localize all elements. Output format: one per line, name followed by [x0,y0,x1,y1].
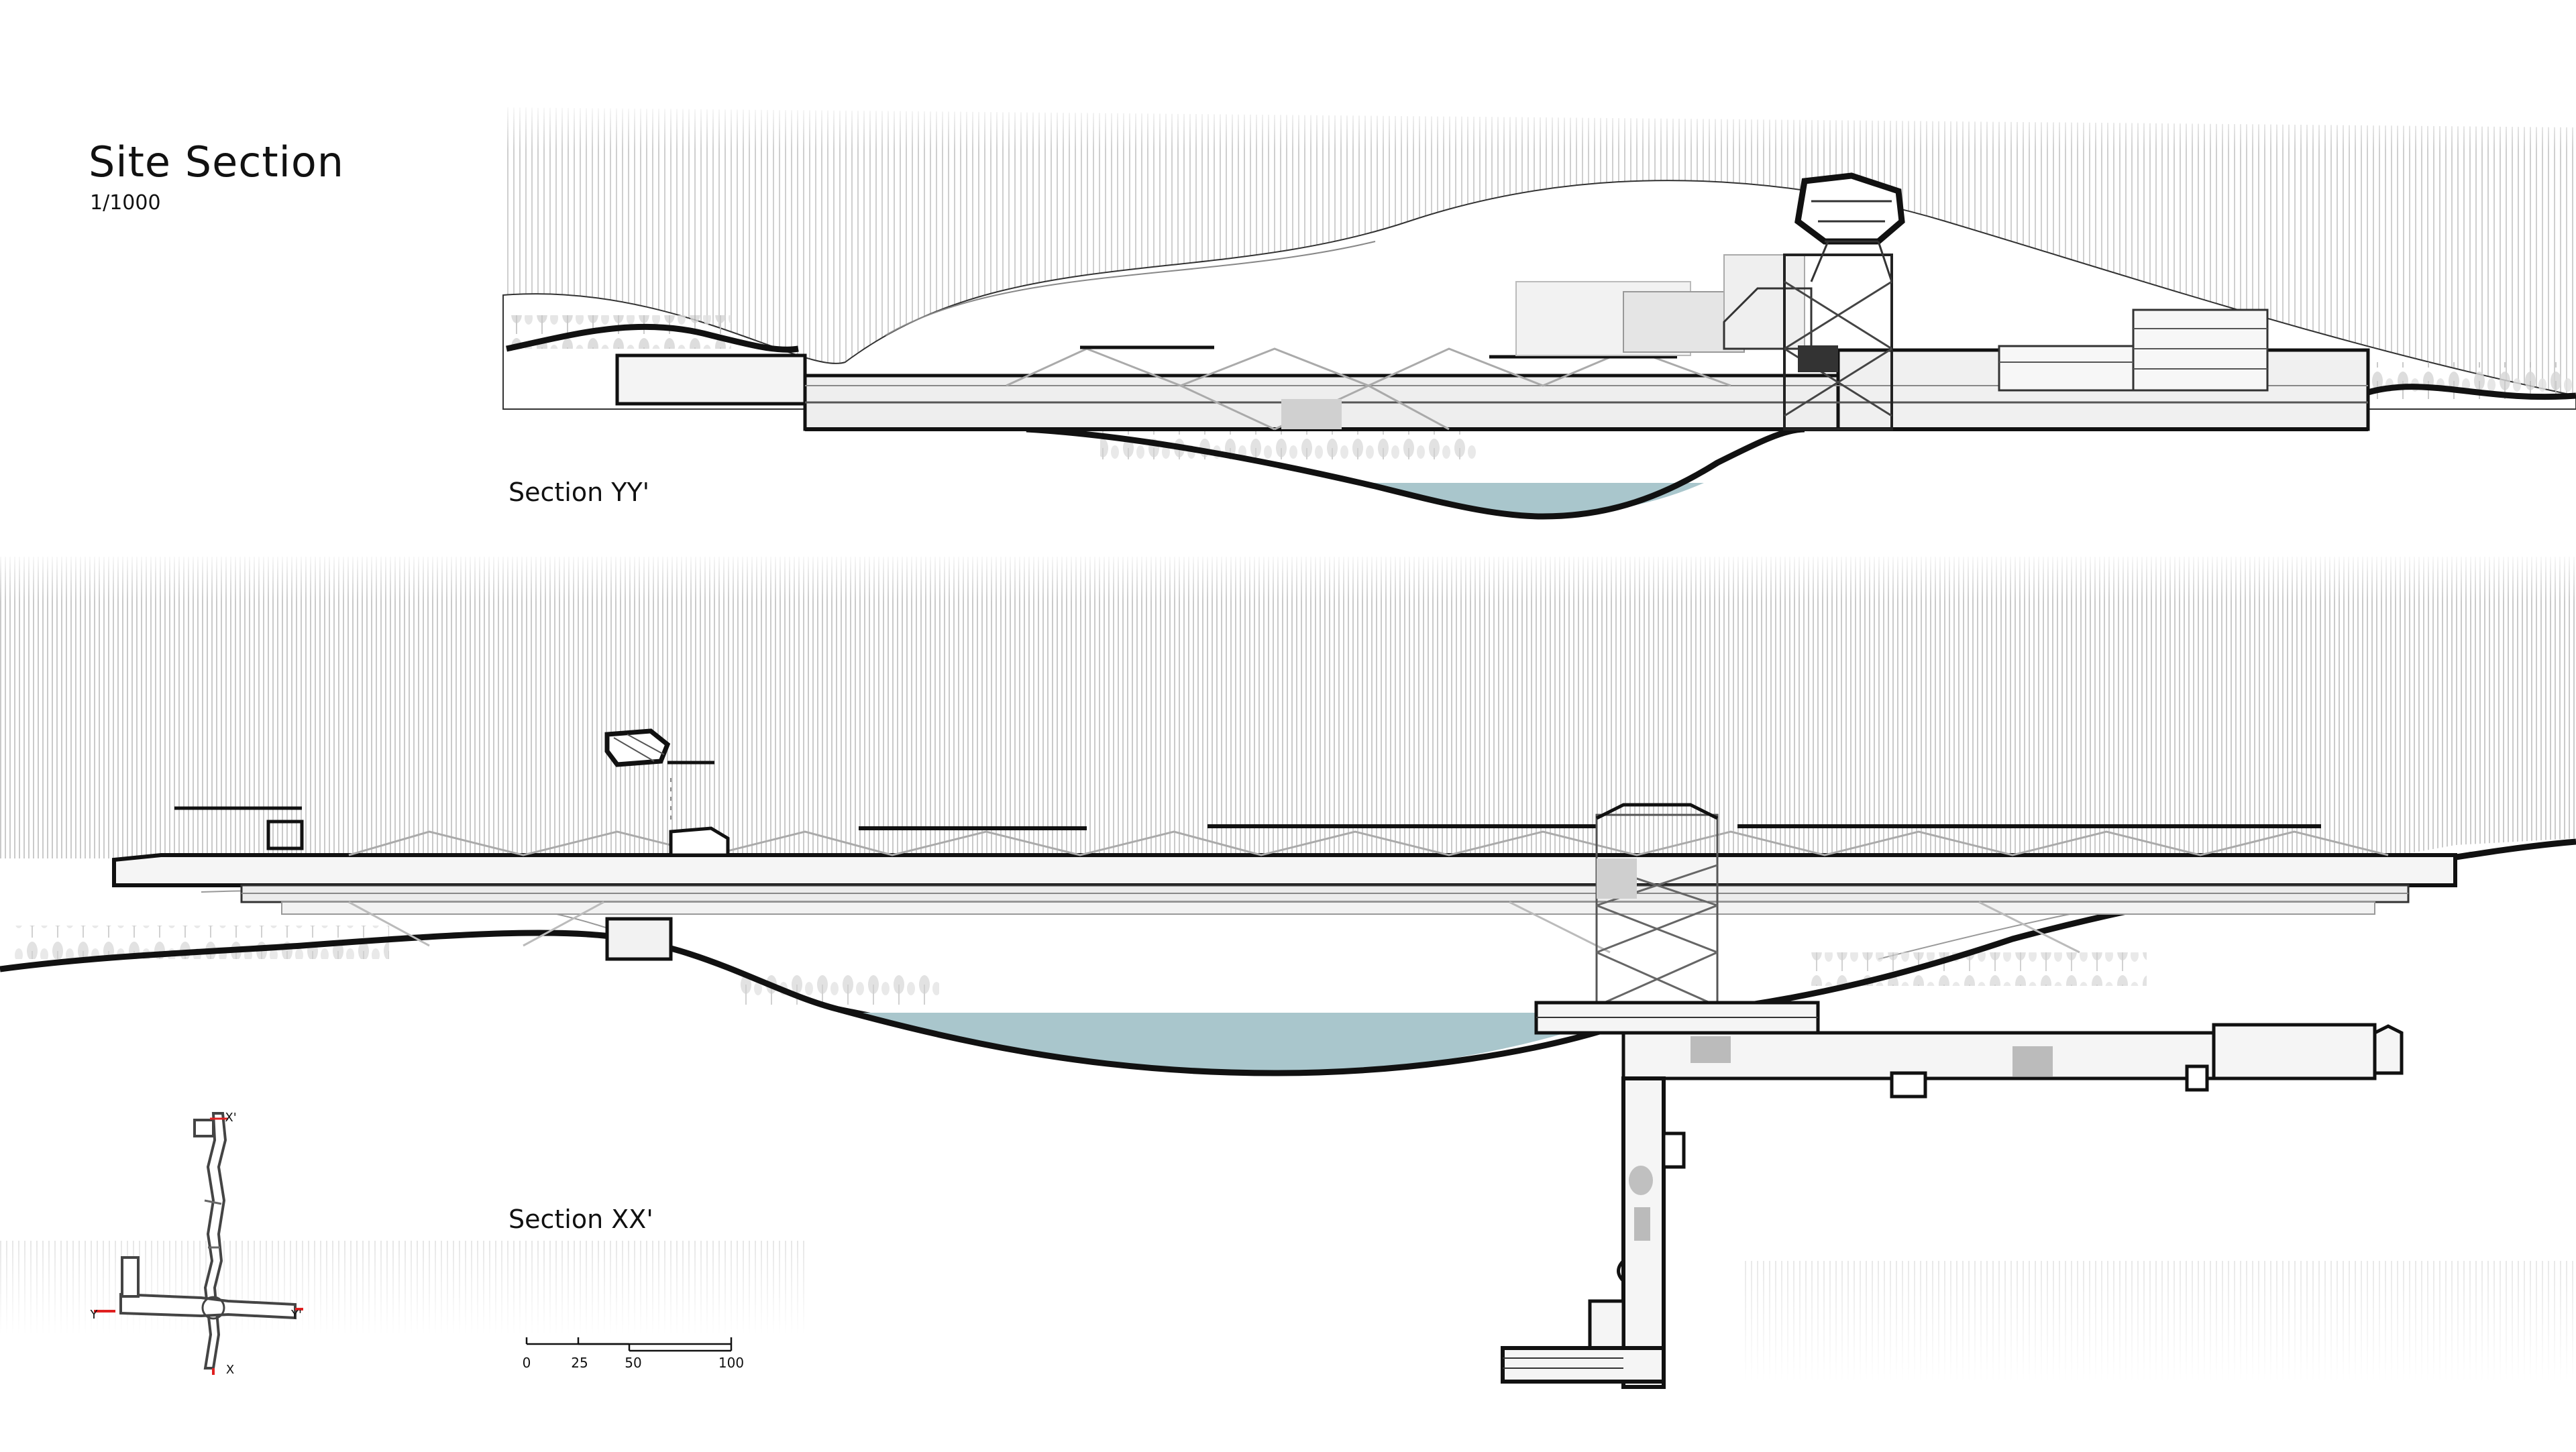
section-yy-drawing [496,101,2576,520]
section-yy-building [615,172,2370,431]
scale-tick-50: 50 [625,1355,642,1371]
key-plan-label-x-bottom: X [225,1363,235,1377]
section-xx-lake-bed [837,1006,1638,1076]
section-xx-ground [0,930,873,1019]
section-xx-lake-water [845,1013,1623,1073]
section-xx-building [112,728,2457,1389]
drawing-scale-ratio: 1/1000 [90,191,161,215]
drawing-title: Site Section [89,137,345,186]
section-yy-ground-left [506,323,799,353]
section-yy-hill-fold [885,241,1376,336]
scale-tick-100: 100 [718,1355,745,1371]
key-plan-label-y-right: Y' [291,1308,302,1322]
section-xx-drawing [0,550,2576,1389]
scale-bar [525,1337,733,1352]
section-yy-tower-cap [1794,172,1905,245]
section-yy-ground-right [2367,384,2576,400]
scale-tick-25: 25 [571,1355,588,1371]
key-plan-label-y-left: Y [90,1308,98,1322]
section-yy-basin [1026,426,1805,520]
section-xx-label: Section XX' [508,1205,653,1234]
section-xx-lookout [604,728,671,767]
key-plan-label-x-top: X' [225,1111,237,1125]
section-yy-label: Section YY' [508,478,650,507]
key-plan [94,1112,303,1375]
scale-tick-0: 0 [522,1355,531,1371]
